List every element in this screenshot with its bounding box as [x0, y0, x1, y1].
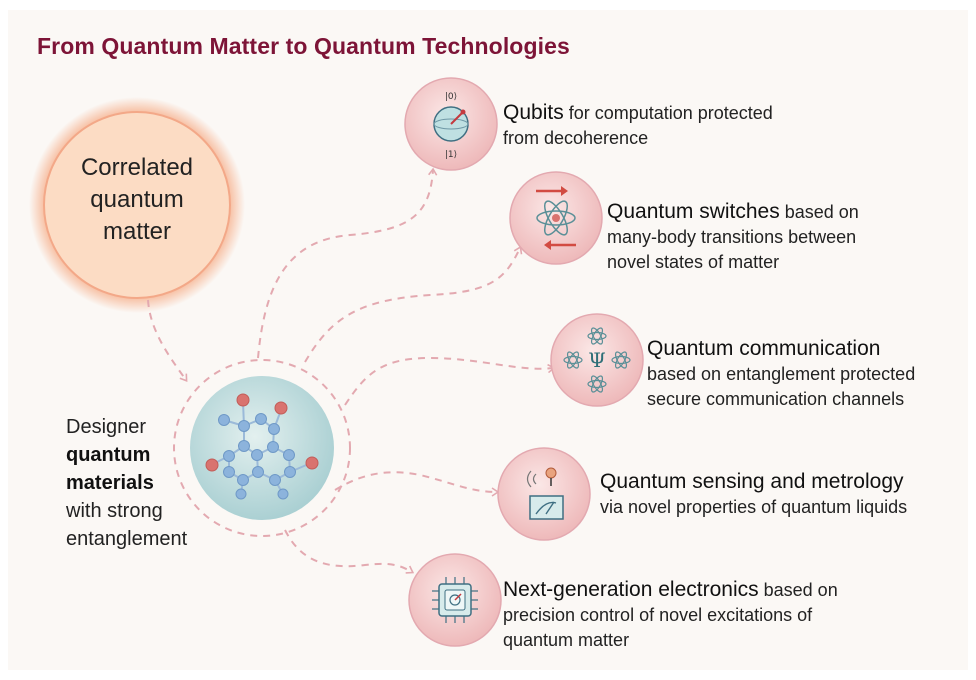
app-desc: novel states of matter [607, 252, 780, 272]
molecule-atoms-red [205, 393, 319, 472]
app-title: Next-generation electronics [503, 578, 759, 601]
connector-hub-to-electronics [284, 529, 415, 574]
entangled-atoms-psi-icon: Ψ [550, 313, 644, 407]
app-title: Qubits [503, 101, 564, 124]
app-desc: precision control of novel excitations o… [503, 605, 813, 625]
connector-hub-to-sensing [334, 471, 500, 497]
connector-hub-to-communication [344, 356, 556, 406]
correlated-matter-line: quantum [90, 186, 184, 213]
app-desc: for computation protected [563, 103, 773, 123]
app-desc: quantum matter [503, 630, 630, 650]
dashed-connectors [147, 167, 556, 574]
chip-icon [408, 553, 502, 647]
app-title: Quantum switches [607, 200, 780, 223]
molecule-atoms-blue [218, 413, 296, 500]
app-communication-text: Quantum communication based on entanglem… [647, 336, 915, 412]
designer-materials-label: Designer quantum materials with strong e… [66, 413, 187, 553]
designer-line-emphasis: materials [66, 472, 154, 494]
diagram-title: From Quantum Matter to Quantum Technolog… [37, 33, 570, 59]
correlated-matter-line: Correlated [80, 154, 194, 181]
designer-materials-hub [190, 376, 334, 520]
app-desc: based on [779, 202, 859, 222]
app-desc: via novel properties of quantum liquids [600, 497, 908, 517]
app-desc: secure communication channels [647, 389, 905, 409]
hub-dashed-ring [173, 359, 351, 537]
app-desc: many-body transitions between [607, 227, 857, 247]
app-title: Quantum communication [647, 337, 881, 360]
designer-line: Designer [66, 416, 147, 438]
app-desc: based on entanglement protected [647, 364, 916, 384]
sensor-meter-icon [497, 447, 591, 541]
designer-line-emphasis: quantum [66, 444, 151, 466]
designer-line: with strong [66, 500, 163, 522]
correlated-matter-line: matter [102, 218, 171, 245]
designer-line: entanglement [66, 528, 188, 550]
app-sensing-text: Quantum sensing and metrology via novel … [600, 469, 907, 520]
connector-hub-to-qubits [257, 167, 438, 359]
app-title: Quantum sensing and metrology [600, 470, 904, 493]
app-qubits-text: Qubits for computation protected from de… [503, 100, 773, 151]
app-desc: from decoherence [503, 128, 649, 148]
correlated-matter-label: Correlated quantum matter [57, 152, 217, 248]
atom-switch-icon [509, 171, 603, 265]
app-electronics-text: Next-generation electronics based on pre… [503, 577, 838, 653]
ket-zero-label: |0⟩ [445, 92, 457, 102]
connector-hub-to-switches [304, 245, 523, 363]
app-switches-text: Quantum switches based on many-body tran… [607, 199, 859, 275]
qubit-bloch-sphere-icon: |0⟩ |1⟩ [404, 77, 498, 171]
correlated-matter-node [29, 97, 245, 313]
psi-symbol: Ψ [588, 348, 606, 372]
app-desc: based on [758, 580, 838, 600]
connector-source-to-hub [147, 299, 188, 382]
ket-one-label: |1⟩ [445, 150, 457, 160]
